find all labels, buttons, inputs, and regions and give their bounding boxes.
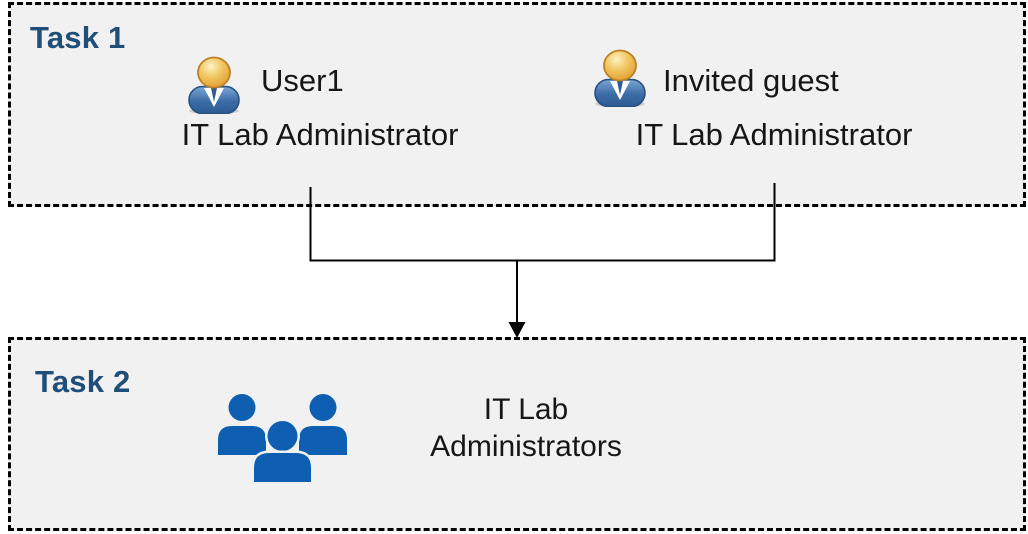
people-group-icon — [218, 394, 347, 483]
person-icon — [188, 56, 240, 114]
task2-box — [8, 337, 1026, 531]
member-name-invited-guest: Invited guest — [663, 63, 839, 98]
task1-box — [8, 2, 1026, 207]
member-role-user1: IT Lab Administrator — [181, 117, 459, 152]
task2-label: Task 2 — [35, 364, 131, 399]
member-role-invited-guest: IT Lab Administrator — [635, 117, 913, 152]
person-icon — [594, 49, 646, 107]
member-name-user1: User1 — [261, 63, 344, 98]
group-name: IT Lab Administrators — [430, 393, 622, 463]
task1-label: Task 1 — [30, 20, 126, 55]
